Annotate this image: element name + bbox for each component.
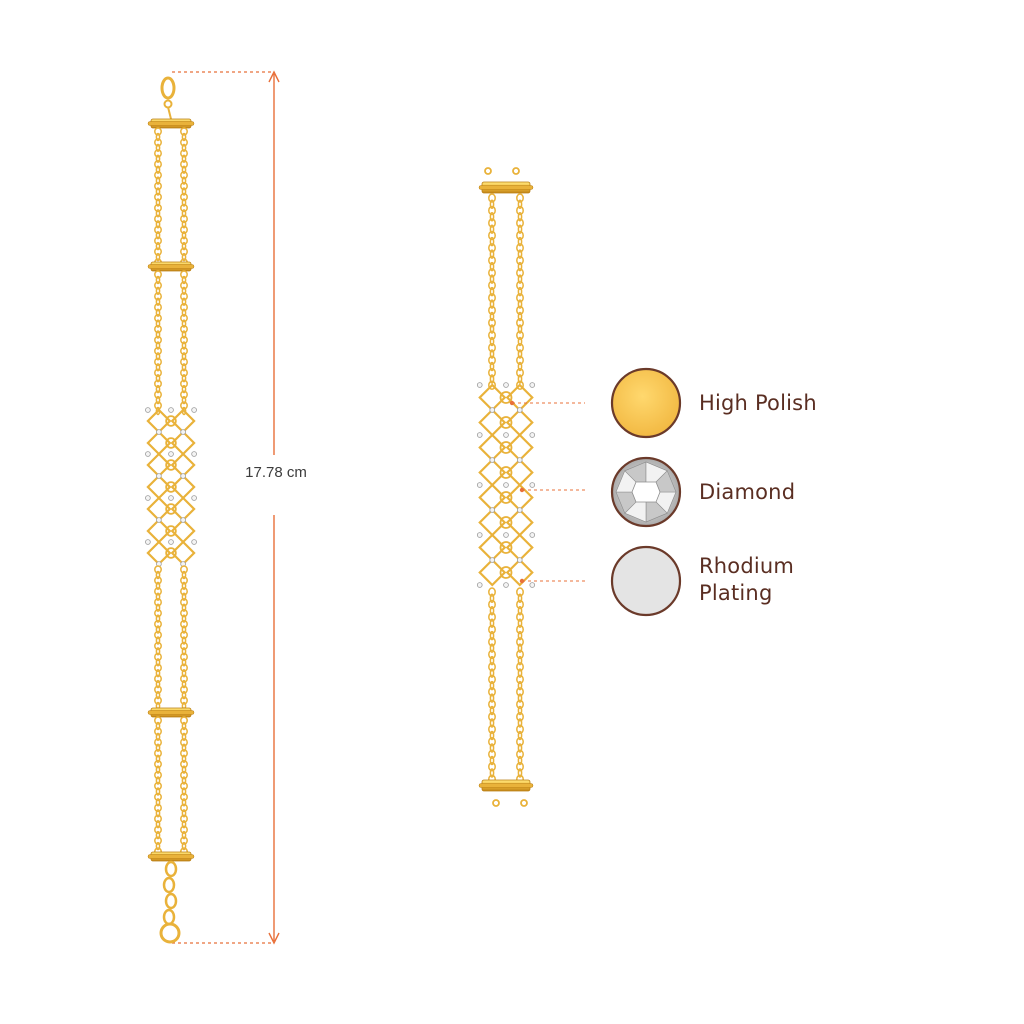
end-loop	[484, 167, 492, 175]
diamond-stone	[168, 539, 174, 545]
diamond-stone	[156, 429, 162, 435]
material-label-rhodium-plating: Rhodium Plating	[699, 554, 795, 605]
connector-bar	[147, 118, 195, 129]
chain-strand	[154, 565, 162, 716]
diamond-stone	[516, 407, 523, 413]
diamond-stone	[529, 582, 536, 588]
diamond-stone	[503, 482, 509, 488]
jump-ring	[163, 99, 173, 109]
diamond-stone	[529, 532, 536, 538]
extension-link	[162, 876, 176, 894]
chain-strand	[488, 193, 496, 390]
diamond-stone	[145, 495, 151, 501]
bracelet-full-view	[145, 76, 197, 944]
diamond-stone	[168, 495, 174, 501]
connector-bar	[147, 707, 195, 718]
diamond-table	[631, 481, 661, 503]
diamond-stone	[503, 382, 509, 388]
diamond-stone	[516, 557, 523, 563]
leader-dot	[519, 487, 525, 493]
gold-swatch-icon	[610, 367, 682, 439]
diamond-swatch-icon	[610, 456, 682, 528]
material-label-high-polish: High Polish	[699, 391, 817, 415]
diamond-stone	[489, 507, 496, 513]
diamond-stone	[476, 582, 483, 588]
diamond-stone	[489, 457, 496, 463]
diamond-lattice-panel	[145, 407, 197, 567]
diamond-stone	[156, 473, 162, 479]
diamond-stone	[489, 557, 496, 563]
diamond-stone	[503, 432, 509, 438]
diamond-stone	[145, 539, 151, 545]
chain-strand	[154, 270, 162, 416]
material-leader-lines	[509, 400, 585, 584]
chain-strand	[180, 127, 188, 267]
bracelet-detail-view	[476, 167, 536, 807]
diamond-stone	[529, 382, 536, 388]
material-label-diamond: Diamond	[699, 480, 796, 504]
diamond-stone	[191, 451, 197, 457]
diamond-stone	[476, 532, 483, 538]
diamond-stone	[529, 482, 536, 488]
leader-dot	[509, 400, 515, 406]
leader-dot	[519, 578, 525, 584]
dimension-arrow-bottom	[268, 932, 280, 945]
rhodium-swatch-icon	[610, 545, 682, 617]
diamond-stone	[191, 495, 197, 501]
length-label: 17.78 cm	[245, 464, 307, 481]
connector-bar	[147, 261, 195, 272]
diamond-stone	[503, 532, 509, 538]
connector-bar	[147, 851, 195, 862]
chain-strand	[154, 716, 162, 856]
extension-link	[162, 908, 176, 926]
chain-strand	[516, 587, 524, 784]
diamond-stone	[145, 407, 151, 413]
connector-bar	[478, 779, 534, 792]
diamond-lattice-panel	[476, 382, 536, 588]
chain-strand	[180, 716, 188, 856]
chain-strand	[154, 127, 162, 267]
diamond-stone	[503, 582, 509, 588]
connector-bar	[478, 181, 534, 194]
end-loop	[520, 799, 528, 807]
diamond-stone	[168, 407, 174, 413]
length-dimension-guide	[172, 70, 280, 945]
diamond-stone	[180, 473, 186, 479]
diamond-stone	[476, 382, 483, 388]
diamond-stone	[180, 517, 186, 523]
end-loop	[492, 799, 500, 807]
chain-strand	[180, 565, 188, 716]
chain-strand	[180, 270, 188, 416]
diamond-stone	[145, 451, 151, 457]
diamond-stone	[191, 539, 197, 545]
extension-link	[164, 860, 178, 878]
diamond-stone	[516, 507, 523, 513]
dimension-arrow-top	[268, 70, 280, 83]
diamond-stone	[156, 517, 162, 523]
diamond-stone	[180, 429, 186, 435]
diamond-stone	[476, 432, 483, 438]
end-ring	[159, 922, 181, 944]
diamond-stone	[529, 432, 536, 438]
diamond-stone	[516, 457, 523, 463]
diamond-stone	[191, 407, 197, 413]
chain-strand	[488, 587, 496, 784]
end-loop	[512, 167, 520, 175]
lobster-clasp	[160, 76, 176, 100]
diamond-stone	[489, 407, 496, 413]
diamond-stone	[476, 482, 483, 488]
chain-strand	[516, 193, 524, 390]
diamond-stone	[168, 451, 174, 457]
extension-link	[164, 892, 178, 910]
